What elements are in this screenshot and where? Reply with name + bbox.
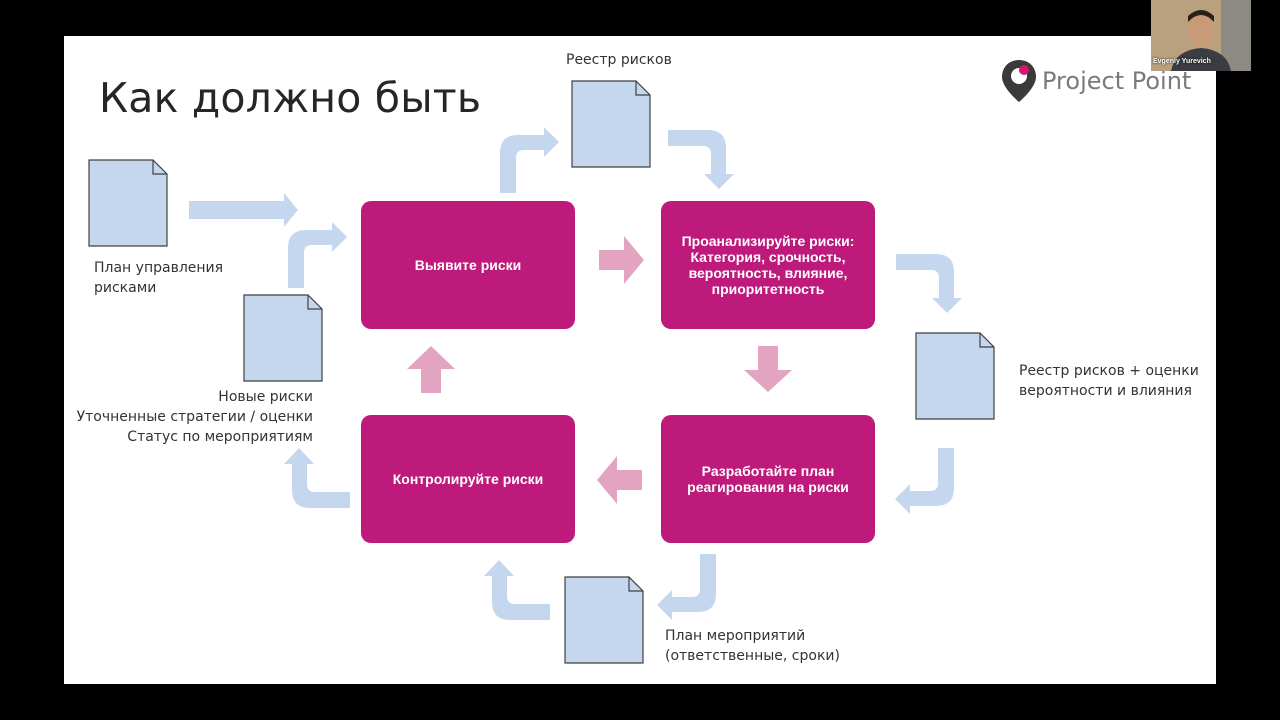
arrow-assessed-to-plan xyxy=(895,448,954,514)
person-silhouette xyxy=(1151,0,1251,71)
label-register-assessed-line1: Реестр рисков + оценки xyxy=(1019,363,1199,379)
label-updates-line2: Уточненные стратегии / оценки xyxy=(76,409,313,425)
arrow-plan-to-control xyxy=(597,456,642,504)
process-box-analyze: Проанализируйте риски: Категория, срочно… xyxy=(661,201,875,329)
label-risk-plan-line2: рисками xyxy=(94,280,157,296)
label-risk-register: Реестр рисков xyxy=(566,52,672,68)
arrow-identify-to-register xyxy=(500,127,559,193)
label-updates-line1: Новые риски xyxy=(218,389,313,405)
label-risk-plan: План управления рисками xyxy=(94,258,223,298)
label-updates-line3: Статус по мероприятиям xyxy=(127,429,313,445)
arrow-analyze-to-assessed xyxy=(896,254,962,313)
label-register-assessed-line2: вероятности и влияния xyxy=(1019,383,1192,399)
webcam-name: Evgeniy Yurevich xyxy=(1153,58,1211,65)
process-box-identify: Выявите риски xyxy=(361,201,575,329)
arrow-control-to-identify xyxy=(407,346,455,393)
arrow-updates-to-identify xyxy=(288,222,347,288)
arrow-action-to-control xyxy=(484,560,550,620)
arrow-plan-to-action xyxy=(657,554,716,620)
document-updates xyxy=(243,294,323,382)
label-risk-plan-line1: План управления xyxy=(94,260,224,276)
webcam-thumbnail: Evgeniy Yurevich xyxy=(1151,0,1251,71)
process-box-plan: Разработайте план реагирования на риски xyxy=(661,415,875,543)
document-register-assessed xyxy=(915,332,995,420)
logo: Project Point xyxy=(1000,58,1191,104)
label-register-assessed: Реестр рисков + оценки вероятности и вли… xyxy=(1019,361,1199,401)
diagram-graphics xyxy=(88,80,995,664)
arrow-identify-to-analyze xyxy=(599,236,644,284)
label-action-plan-line2: (ответственные, сроки) xyxy=(665,648,840,664)
document-action-plan xyxy=(564,576,644,664)
arrow-analyze-to-plan xyxy=(744,346,792,392)
label-action-plan-line1: План мероприятий xyxy=(665,628,806,644)
slide-title: Как должно быть xyxy=(99,74,482,122)
logo-text: Project Point xyxy=(1042,67,1192,95)
process-box-control: Контролируйте риски xyxy=(361,415,575,543)
arrow-register-to-analyze xyxy=(668,130,734,189)
location-pin-icon xyxy=(1002,60,1036,102)
slide: Как должно быть Project Point xyxy=(64,36,1216,684)
document-risk-register xyxy=(571,80,651,168)
label-action-plan: План мероприятий (ответственные, сроки) xyxy=(665,626,840,666)
label-updates: Новые риски Уточненные стратегии / оценк… xyxy=(64,387,313,447)
arrow-plan-to-identify xyxy=(189,193,298,227)
document-risk-plan xyxy=(88,159,168,247)
arrow-control-to-updates xyxy=(284,448,350,508)
